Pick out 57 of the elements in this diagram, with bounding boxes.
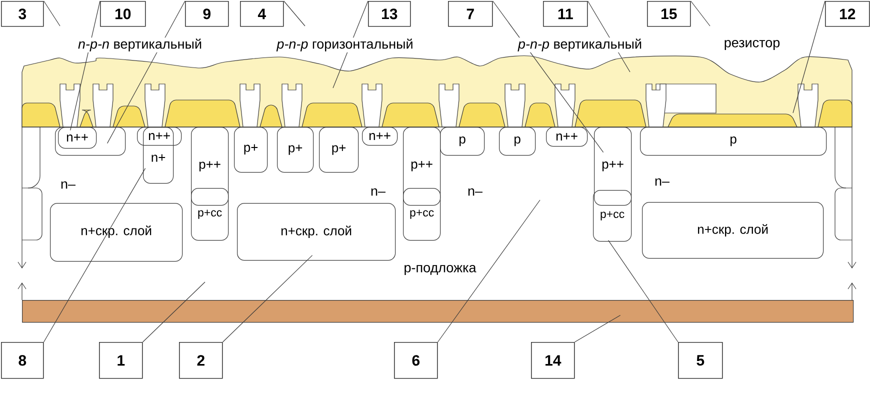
callout-number: 9: [185, 1, 229, 27]
doped-region: n++: [58, 127, 97, 149]
doped-region: p++: [403, 127, 441, 206]
leader-line: [608, 240, 678, 342]
doped-region: n++: [362, 127, 398, 146]
doped-region: p++: [594, 127, 632, 206]
leader-line: [44, 168, 146, 342]
region-label: n–: [61, 181, 76, 189]
doped-region: p+: [277, 127, 314, 173]
structure-label: p-n-p горизонтальный: [276, 38, 412, 52]
leader-line: [492, 0, 604, 153]
callout-number: 14: [531, 342, 575, 379]
callout-number: 7: [448, 1, 493, 27]
doped-region: n++: [546, 127, 588, 147]
callout-number: 3: [1, 1, 44, 27]
structure-label: резистор: [724, 40, 780, 50]
callout-number: 11: [543, 1, 588, 27]
callout-number: 8: [1, 342, 44, 379]
region-label: n–: [655, 178, 670, 186]
doped-region: n+скр. слой: [237, 203, 396, 261]
leader-line: [142, 282, 206, 342]
doped-region: p+сс: [191, 188, 229, 241]
structure-label: p-n-p вертикальный: [518, 38, 642, 52]
doped-region: p: [499, 127, 536, 156]
callout-number: 6: [394, 342, 438, 379]
callout-number: 15: [647, 1, 691, 27]
doped-region: p: [440, 127, 485, 156]
leader-line: [690, 0, 710, 26]
callout-number: 2: [179, 342, 223, 379]
callout-number: 10: [100, 1, 146, 27]
doped-region: p++: [191, 127, 229, 206]
doped-region: [55, 127, 126, 156]
leader-line: [792, 0, 826, 114]
leader-line: [284, 0, 306, 26]
callout-number: 5: [678, 342, 723, 379]
leader-line: [574, 315, 621, 342]
doped-region: n+скр. слой: [642, 202, 824, 259]
leader-line: [70, 0, 100, 131]
leader-line: [107, 0, 186, 144]
leader-line: [222, 255, 313, 342]
substrate-label: p-подложка: [404, 264, 476, 276]
doped-region: p+: [319, 127, 359, 173]
structure-label: n-p-n вертикальный: [78, 38, 202, 52]
doped-region: n++: [137, 127, 182, 146]
callout-number: 4: [240, 1, 284, 27]
doped-region: p+: [234, 127, 268, 173]
leader-line: [44, 0, 60, 26]
region-label: n–: [468, 188, 482, 196]
doped-region: p+сс: [593, 190, 632, 242]
doped-region: p: [640, 127, 827, 156]
callout-number: 13: [368, 1, 411, 27]
leader-line: [438, 200, 540, 342]
doped-region: p+сс: [403, 188, 441, 241]
substrate-bar: [22, 300, 854, 323]
region-label: n–: [371, 188, 386, 196]
callout-number: 1: [99, 342, 143, 379]
callout-number: 12: [825, 1, 870, 27]
